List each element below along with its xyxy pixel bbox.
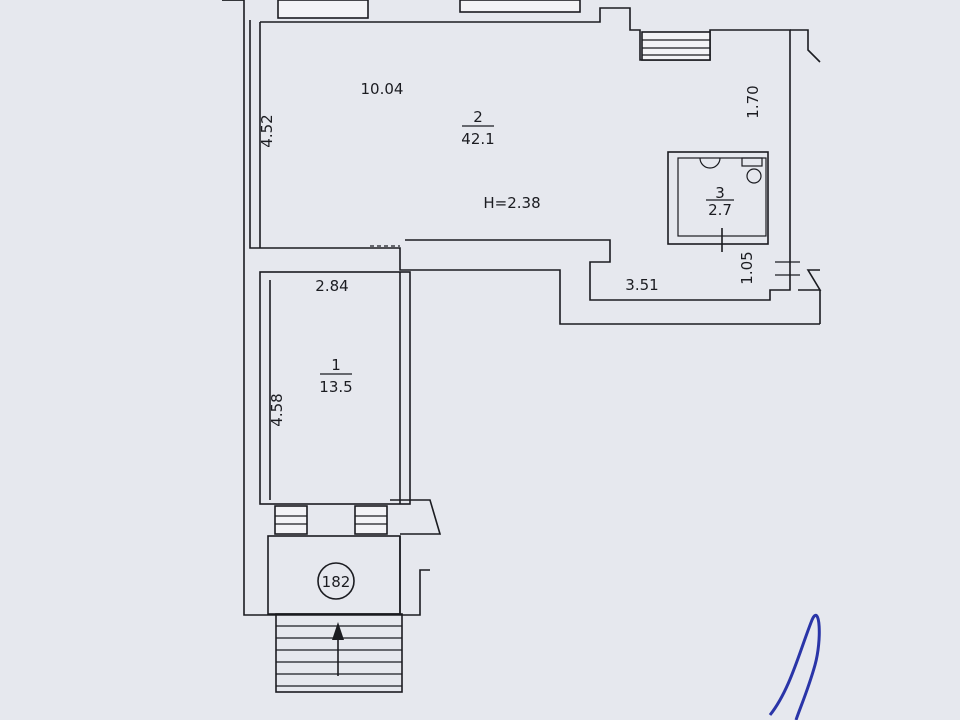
window-bottom-left xyxy=(274,505,308,535)
room1-label: 1 13.5 xyxy=(319,356,352,396)
wall-corner xyxy=(390,499,442,535)
ceiling-height: H=2.38 xyxy=(483,194,540,212)
room3-area: 2.7 xyxy=(708,201,732,219)
dim-room1-width: 2.84 xyxy=(315,277,348,295)
room3-number: 3 xyxy=(715,184,725,202)
right-wall-top xyxy=(790,29,821,63)
dim-room2-depth: 4.52 xyxy=(258,114,276,147)
window-top-right xyxy=(641,31,711,61)
window-top-mid xyxy=(459,0,581,13)
building-number: 182 xyxy=(322,573,351,591)
room2-inner xyxy=(260,7,791,301)
room2-outline xyxy=(249,20,820,325)
dim-ledge-depth: 1.05 xyxy=(738,251,756,284)
room2-area: 42.1 xyxy=(461,130,494,148)
entrance-arrow-icon xyxy=(332,622,344,676)
room3-label: 3 2.7 xyxy=(706,184,734,219)
window-top-left xyxy=(277,0,369,19)
room1-area: 13.5 xyxy=(319,378,352,396)
room2-number: 2 xyxy=(473,108,483,126)
toilet-icon xyxy=(746,168,762,184)
dim-ledge-length: 3.51 xyxy=(625,276,658,294)
dim-room1-depth: 4.58 xyxy=(268,393,286,426)
dim-room2-width: 10.04 xyxy=(361,80,404,98)
sink-icon xyxy=(699,157,721,169)
signature-mark xyxy=(768,613,821,720)
building-number-circle xyxy=(317,562,355,600)
room1-number: 1 xyxy=(331,356,341,374)
room3-outline xyxy=(667,151,769,245)
dim-corridor-width: 1.70 xyxy=(744,85,762,118)
right-wall-ticks xyxy=(798,269,822,291)
outer-wall-left xyxy=(222,0,430,616)
window-bottom-right xyxy=(354,505,388,535)
room2-label: 2 42.1 xyxy=(461,108,494,148)
room1-outline xyxy=(259,271,411,505)
